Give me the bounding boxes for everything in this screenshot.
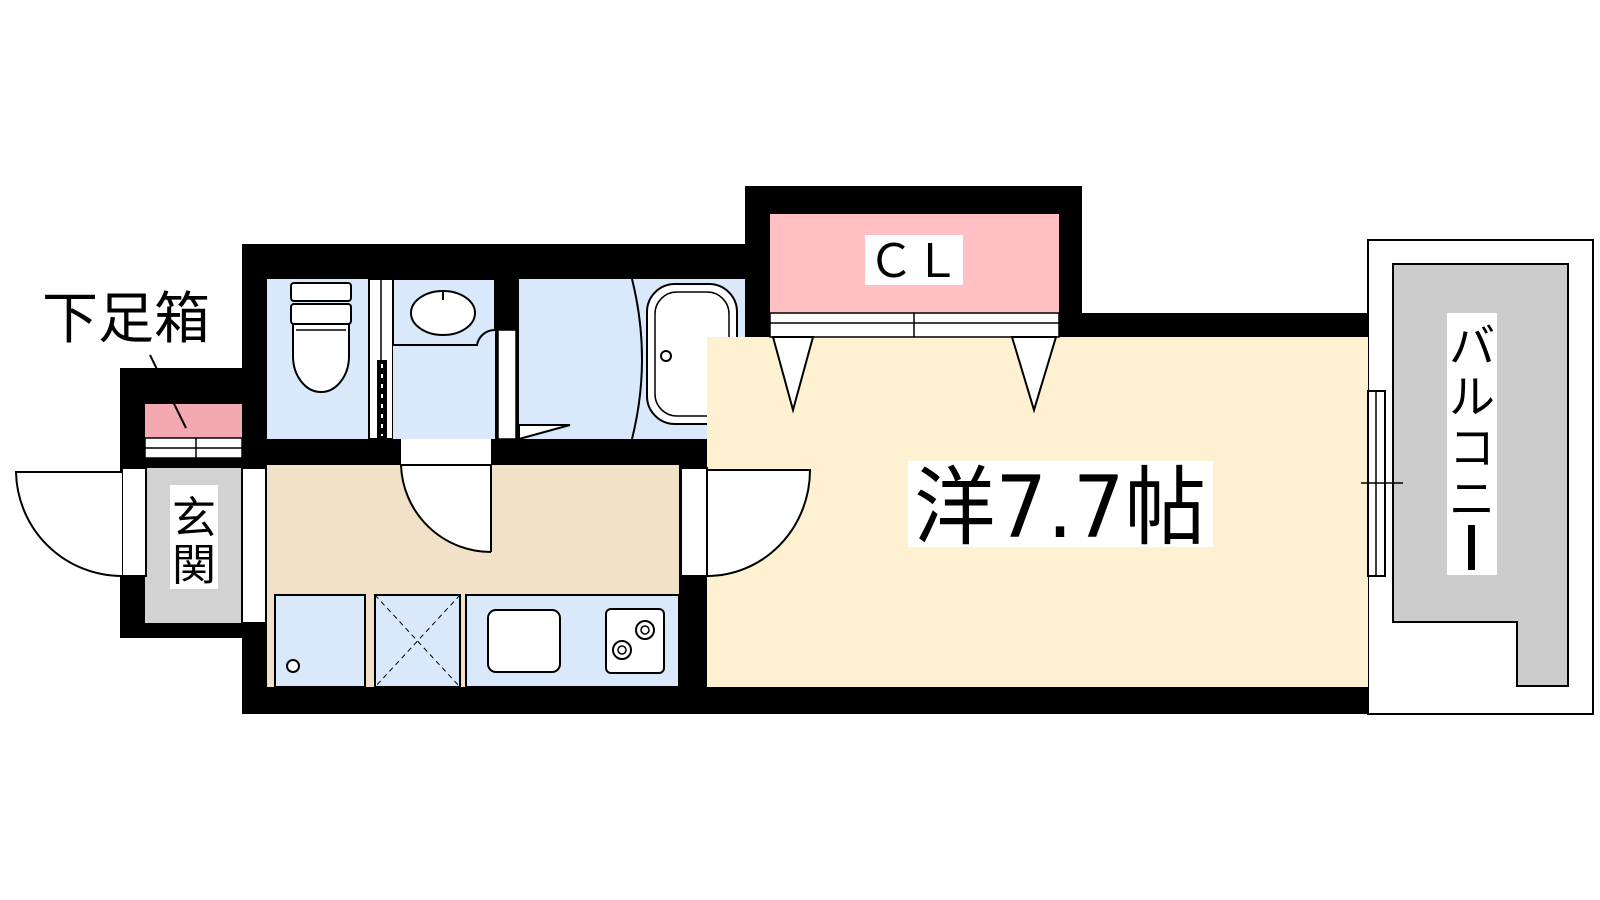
partition-walls (368, 278, 519, 440)
shoe-box-label: 下足箱 (42, 287, 210, 352)
entrance-area (121, 467, 267, 624)
balcony-char-1: バ (1449, 319, 1495, 373)
western-room-label: 洋7.7帖 (914, 458, 1206, 558)
balcony-char-5-bar (1468, 525, 1475, 570)
balcony-char-2: ル (1449, 370, 1495, 424)
balcony-char-3: コ (1449, 421, 1495, 475)
washroom (392, 278, 496, 439)
balcony-char-5: ー (1472, 565, 1473, 567)
balcony-label: バ ル コ ニ ー (1449, 319, 1495, 570)
kitchen-sink (487, 609, 561, 673)
balcony (1367, 239, 1594, 715)
closet-label: ＣＬ (868, 234, 960, 288)
entrance-label-top: 玄 (172, 493, 216, 544)
closet (769, 214, 1060, 414)
kitchen-counter (274, 594, 680, 688)
stove (605, 608, 665, 674)
toilet-room (267, 279, 369, 439)
entrance-door (14, 471, 123, 577)
room-label-bg (908, 461, 1213, 547)
entrance-label-bottom: 関 (172, 540, 216, 591)
balcony-char-4: ニ (1449, 472, 1495, 526)
shoe-box (144, 354, 243, 459)
balcony-window (1361, 390, 1403, 577)
wash-door-swing (399, 464, 492, 553)
room-door-swing (706, 469, 812, 577)
